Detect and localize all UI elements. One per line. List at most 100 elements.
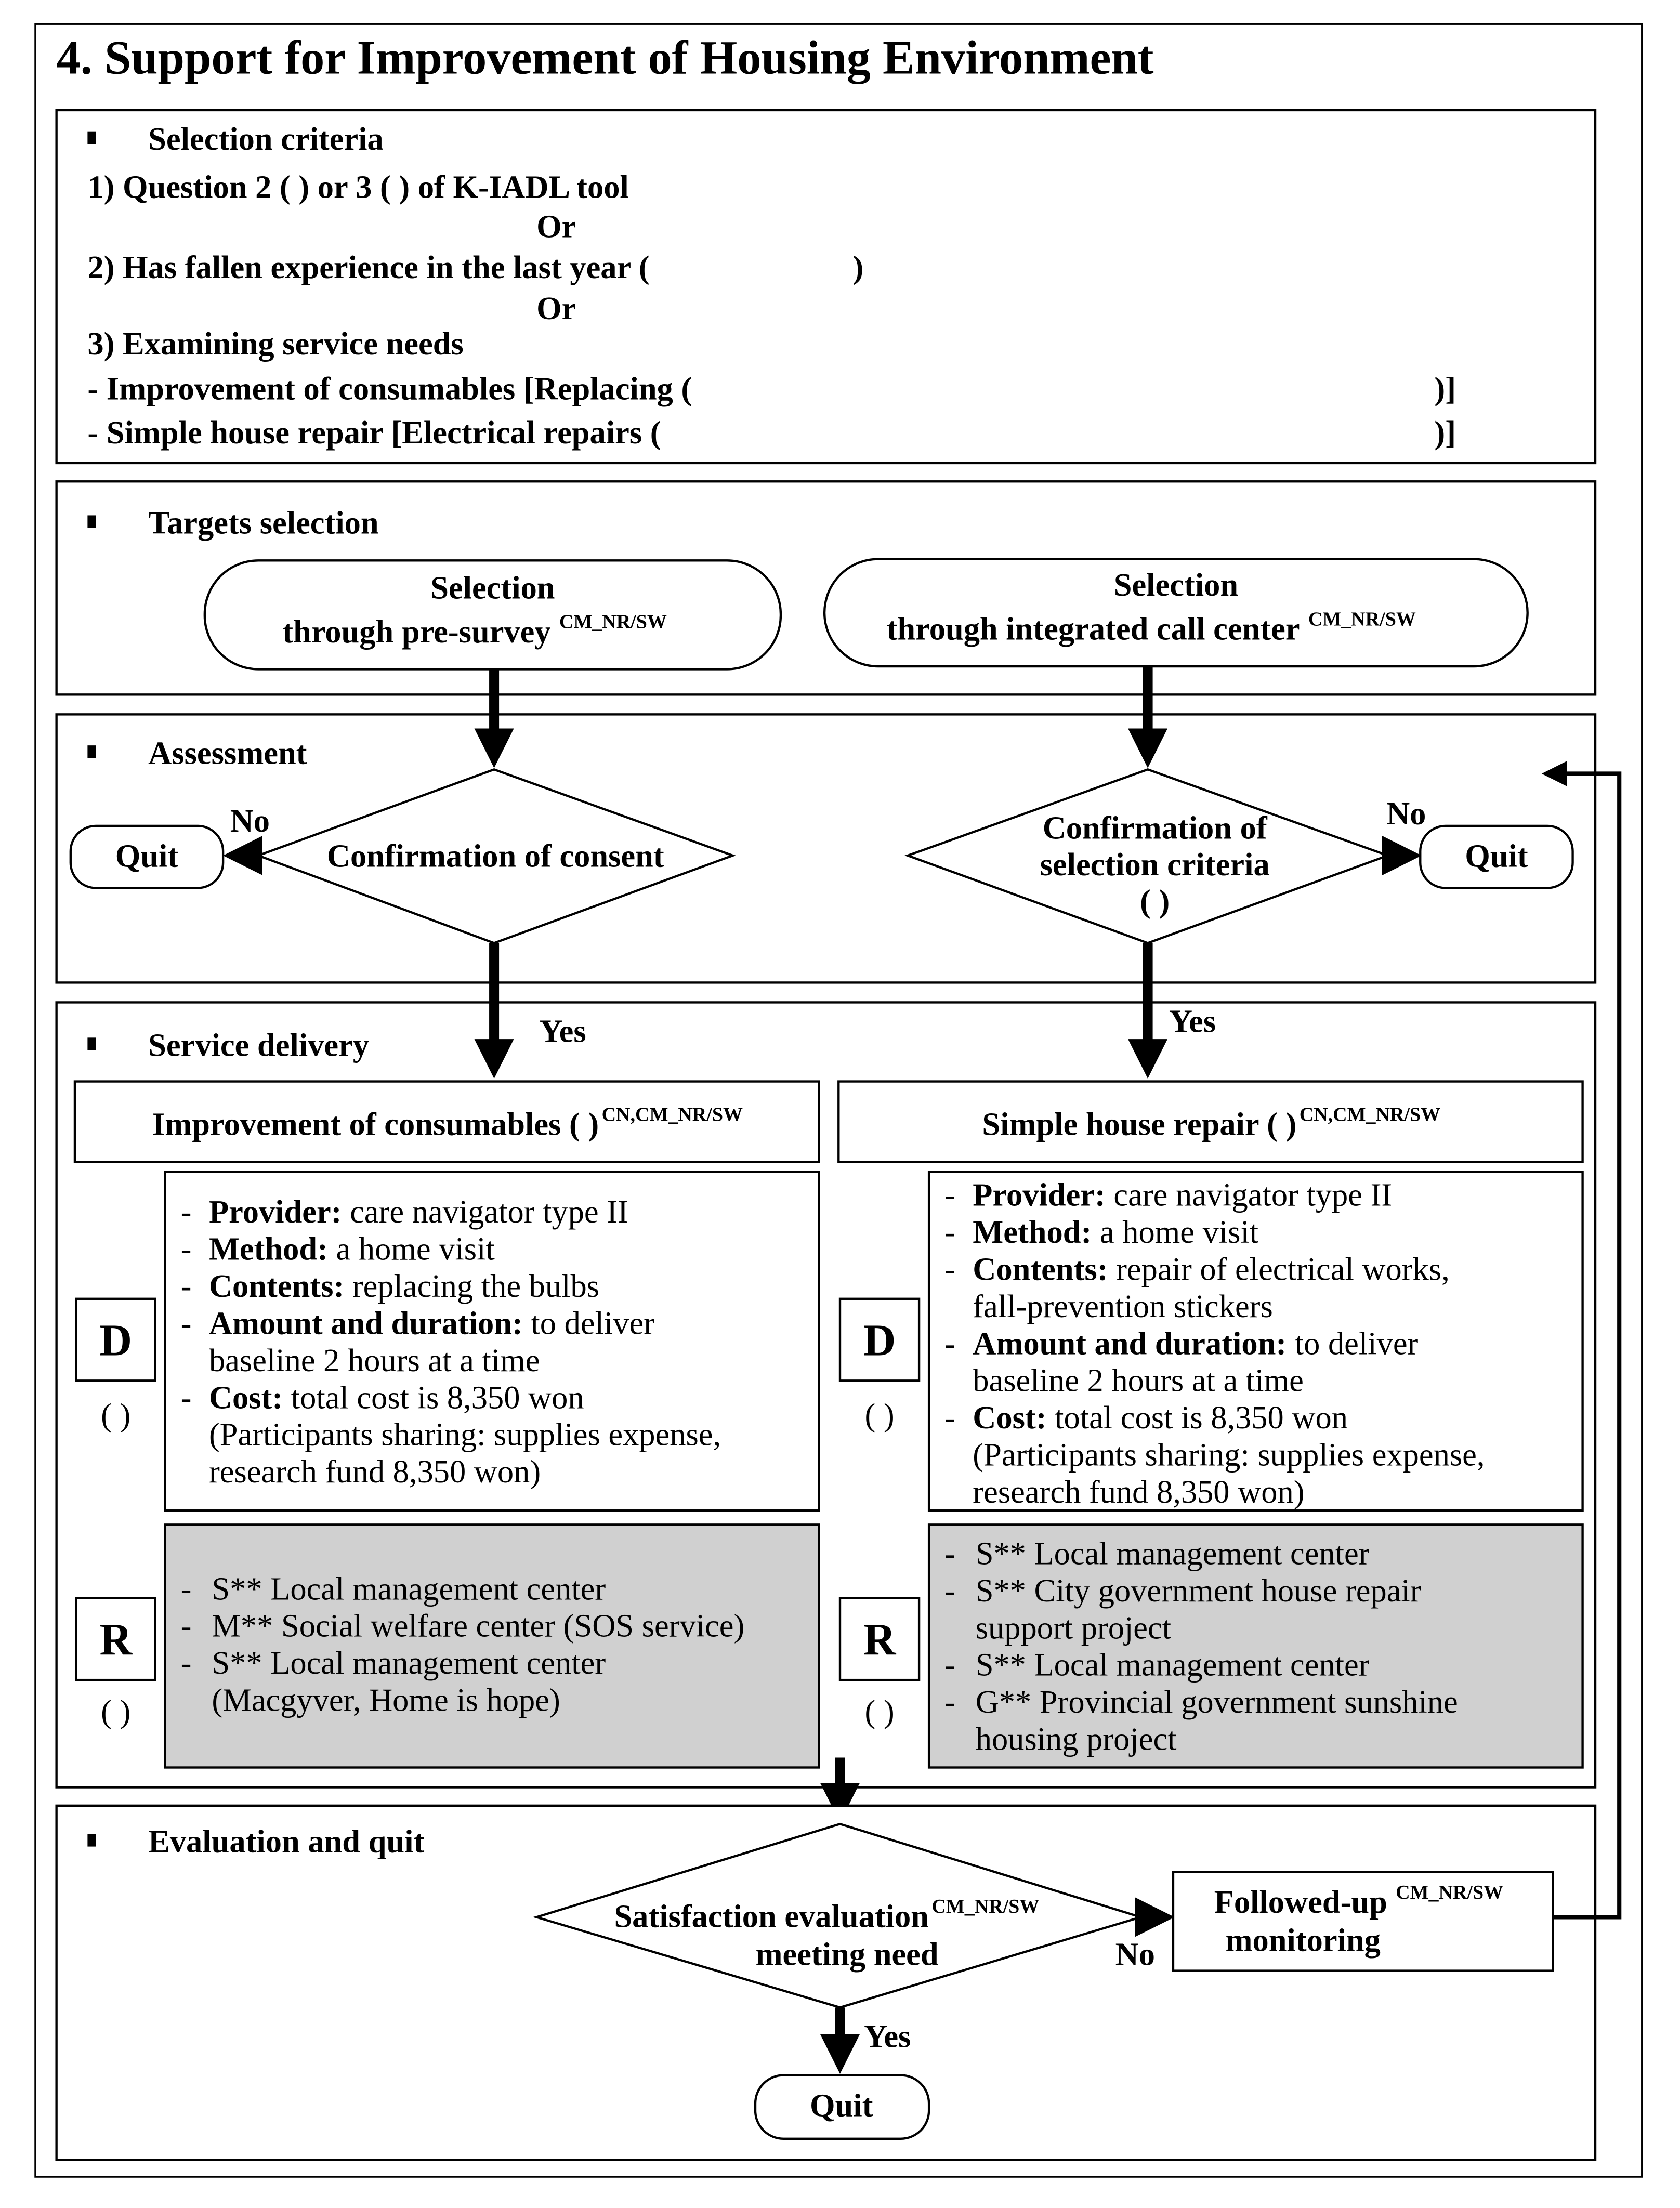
delivery-line: Amount and duration: to deliver xyxy=(209,1305,654,1341)
line-dash: - xyxy=(181,1231,192,1267)
delivery-line-text: total cost is 8,350 won xyxy=(1047,1399,1348,1436)
delivery-line: Amount and duration: to deliver xyxy=(973,1325,1418,1361)
line-dash: - xyxy=(181,1645,192,1681)
criteria-close: ) xyxy=(852,249,863,285)
section-heading: Selection criteria xyxy=(148,121,384,157)
resource-box xyxy=(927,1523,1584,1769)
resource-line: support project xyxy=(976,1609,1171,1646)
criteria-line: 2) Has fallen experience in the last yea… xyxy=(87,249,649,285)
bullet-icon xyxy=(87,1834,96,1847)
delivery-line-label: Cost: xyxy=(209,1379,283,1415)
r-paren: ( ) xyxy=(101,1693,130,1730)
delivery-line: Contents: replacing the bulbs xyxy=(209,1268,599,1304)
quit-terminal xyxy=(1419,824,1574,889)
service-title-box xyxy=(73,1080,820,1163)
delivery-line-text: research fund 8,350 won) xyxy=(209,1453,541,1490)
delivery-line-text: a home visit xyxy=(328,1231,495,1267)
r-label: R xyxy=(863,1614,897,1664)
delivery-line: research fund 8,350 won) xyxy=(209,1453,541,1490)
delivery-line-text: research fund 8,350 won) xyxy=(973,1474,1304,1510)
delivery-line: Method: a home visit xyxy=(209,1231,495,1267)
d-paren: ( ) xyxy=(101,1397,130,1433)
delivery-line-label: Provider: xyxy=(973,1177,1106,1213)
bullet-icon xyxy=(87,131,96,144)
decision-text: ( ) xyxy=(1140,883,1170,919)
line-dash: - xyxy=(944,1572,955,1609)
delivery-line: Cost: total cost is 8,350 won xyxy=(973,1399,1348,1436)
line-dash: - xyxy=(944,1684,955,1720)
delivery-line-text: (Participants sharing: supplies expense, xyxy=(973,1437,1485,1473)
resource-line: S** Local management center xyxy=(212,1645,606,1681)
yes-label: Yes xyxy=(539,1013,586,1049)
delivery-line: Provider: care navigator type II xyxy=(209,1193,628,1230)
or-label: Or xyxy=(536,290,576,326)
line-dash: - xyxy=(181,1379,192,1415)
followup-text: monitoring xyxy=(1225,1922,1380,1959)
quit-terminal xyxy=(754,2074,930,2140)
delivery-line-text: to deliver xyxy=(1287,1325,1418,1361)
section-heading: Service delivery xyxy=(148,1027,369,1063)
house-repair-column: Simple house repair ( )CN,CM_NR/SWD( )-P… xyxy=(837,1080,1584,1769)
followup-box xyxy=(1172,1871,1554,1972)
resource-line: housing project xyxy=(976,1721,1177,1757)
delivery-line-label: Provider: xyxy=(209,1193,342,1230)
service-title-text: Improvement of consumables ( ) xyxy=(152,1106,599,1142)
delivery-line-label: Method: xyxy=(973,1214,1092,1250)
delivery-line-label: Contents: xyxy=(973,1251,1108,1287)
delivery-line-label: Amount and duration: xyxy=(973,1325,1287,1361)
quit-text: Quit xyxy=(810,2087,873,2123)
feedback-arrow xyxy=(1553,771,1622,1920)
no-label: No xyxy=(1115,1936,1155,1973)
outer-frame xyxy=(34,23,1643,2178)
line-dash: - xyxy=(944,1647,955,1683)
service-sup: CN,CM_NR/SW xyxy=(1300,1104,1440,1126)
delivery-line-text: total cost is 8,350 won xyxy=(283,1379,584,1415)
criteria-close: )] xyxy=(1434,414,1456,451)
no-label: No xyxy=(1386,795,1426,832)
delivery-line-text: to deliver xyxy=(523,1305,654,1341)
delivery-box xyxy=(164,1171,820,1512)
no-label: No xyxy=(230,803,270,839)
criteria-line: - Improvement of consumables [Replacing … xyxy=(87,371,692,407)
quit-text: Quit xyxy=(1465,838,1528,874)
resource-line: S** Local management center xyxy=(976,1535,1370,1571)
service-title-box xyxy=(837,1080,1584,1163)
delivery-line-label: Amount and duration: xyxy=(209,1305,523,1341)
delivery-line-text: fall-prevention stickers xyxy=(973,1288,1272,1324)
d-label: D xyxy=(99,1315,132,1365)
delivery-line: Provider: care navigator type II xyxy=(973,1177,1392,1213)
delivery-line: Method: a home visit xyxy=(973,1214,1258,1250)
line-dash: - xyxy=(944,1399,955,1436)
delivery-line: baseline 2 hours at a time xyxy=(209,1342,540,1378)
page-title: 4. Support for Improvement of Housing En… xyxy=(57,31,1154,84)
service-title: Improvement of consumables ( )CN,CM_NR/S… xyxy=(152,1104,743,1142)
resource-line: G** Provincial government sunshine xyxy=(976,1684,1458,1720)
decision-text: Confirmation of xyxy=(1043,809,1268,846)
delivery-line-text: (Participants sharing: supplies expense, xyxy=(209,1416,721,1453)
line-dash: - xyxy=(181,1305,192,1341)
delivery-line: (Participants sharing: supplies expense, xyxy=(209,1416,721,1453)
delivery-line-text: replacing the bulbs xyxy=(344,1268,599,1304)
delivery-line-text: baseline 2 hours at a time xyxy=(973,1362,1304,1399)
service-title-text: Simple house repair ( ) xyxy=(982,1106,1296,1142)
line-dash: - xyxy=(944,1177,955,1213)
call-center-terminal xyxy=(823,558,1529,668)
resource-box xyxy=(164,1523,820,1769)
r-label-box xyxy=(838,1597,921,1681)
r-label-box xyxy=(75,1597,156,1681)
terminal-text: Selection xyxy=(1114,567,1238,603)
delivery-line: fall-prevention stickers xyxy=(973,1288,1272,1324)
line-dash: - xyxy=(944,1251,955,1287)
yes-label: Yes xyxy=(1169,1003,1216,1039)
criteria-line: 3) Examining service needs xyxy=(87,325,463,362)
quit-terminal xyxy=(69,824,225,889)
line-dash: - xyxy=(944,1325,955,1361)
line-dash: - xyxy=(181,1193,192,1230)
criteria-close: )] xyxy=(1434,371,1456,407)
delivery-line-text: repair of electrical works, xyxy=(1108,1251,1450,1287)
service-sup: CN,CM_NR/SW xyxy=(602,1104,743,1126)
